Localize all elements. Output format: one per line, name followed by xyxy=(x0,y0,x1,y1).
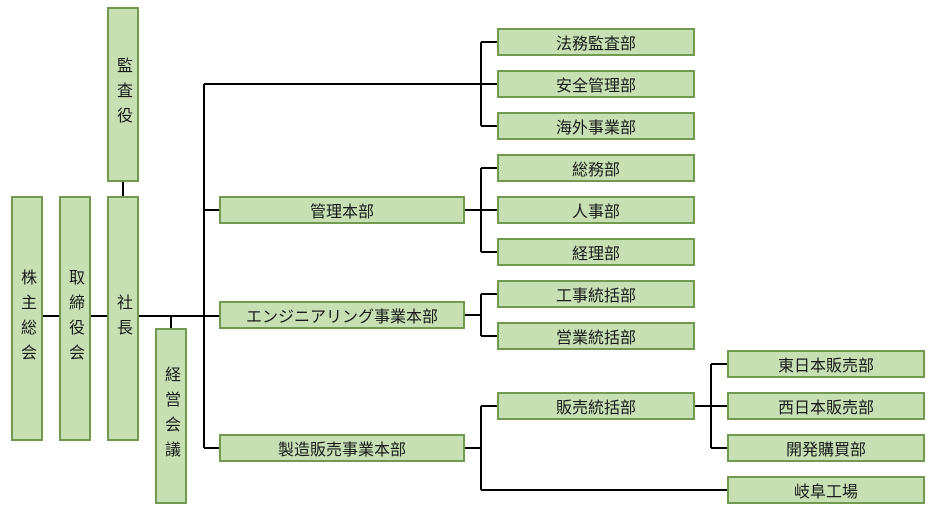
node-human-resources: 人事部 xyxy=(497,196,695,224)
node-overseas-business: 海外事業部 xyxy=(497,112,695,140)
node-label: 監査役 xyxy=(114,57,133,132)
node-dev-purchasing: 開発購買部 xyxy=(727,434,925,462)
node-label: 総務部 xyxy=(571,160,620,179)
node-label: 開発購買部 xyxy=(785,440,866,459)
node-label: エンジニアリング事業本部 xyxy=(245,307,438,326)
node-label: 製造販売事業本部 xyxy=(277,440,406,459)
node-east-japan-sales: 東日本販売部 xyxy=(727,350,925,378)
node-label: 東日本販売部 xyxy=(777,356,874,375)
node-general-affairs: 総務部 xyxy=(497,154,695,182)
node-engineering-hq: エンジニアリング事業本部 xyxy=(219,301,465,329)
node-shareholders-meeting: 株主総会 xyxy=(11,196,43,441)
node-legal-audit: 法務監査部 xyxy=(497,28,695,56)
node-label: 経理部 xyxy=(571,244,620,263)
node-safety-management: 安全管理部 xyxy=(497,70,695,98)
node-label: 管理本部 xyxy=(309,202,374,221)
node-label: 人事部 xyxy=(571,202,620,221)
node-label: 工事統括部 xyxy=(555,286,636,305)
node-label: 安全管理部 xyxy=(555,76,636,95)
node-label: 経営会議 xyxy=(162,366,181,466)
node-mfg-sales-hq: 製造販売事業本部 xyxy=(219,434,465,462)
node-admin-hq: 管理本部 xyxy=(219,196,465,224)
node-west-japan-sales: 西日本販売部 xyxy=(727,392,925,420)
node-label: 販売統括部 xyxy=(555,398,636,417)
node-label: 岐阜工場 xyxy=(793,482,858,501)
node-sales-general: 営業統括部 xyxy=(497,322,695,350)
node-label: 社長 xyxy=(114,293,133,344)
node-label: 法務監査部 xyxy=(555,34,636,53)
node-president: 社長 xyxy=(107,196,139,441)
node-label: 海外事業部 xyxy=(555,118,636,137)
node-label: 取締役会 xyxy=(66,268,85,369)
node-label: 営業統括部 xyxy=(555,328,636,347)
node-gifu-factory: 岐阜工場 xyxy=(727,476,925,504)
node-sales-distribution: 販売統括部 xyxy=(497,392,695,420)
node-construction-general: 工事統括部 xyxy=(497,280,695,308)
node-label: 株主総会 xyxy=(18,268,37,369)
node-label: 西日本販売部 xyxy=(777,398,874,417)
node-board-of-directors: 取締役会 xyxy=(59,196,91,441)
node-auditor: 監査役 xyxy=(107,7,139,182)
node-executive-committee: 経営会議 xyxy=(155,328,187,504)
node-accounting: 経理部 xyxy=(497,238,695,266)
